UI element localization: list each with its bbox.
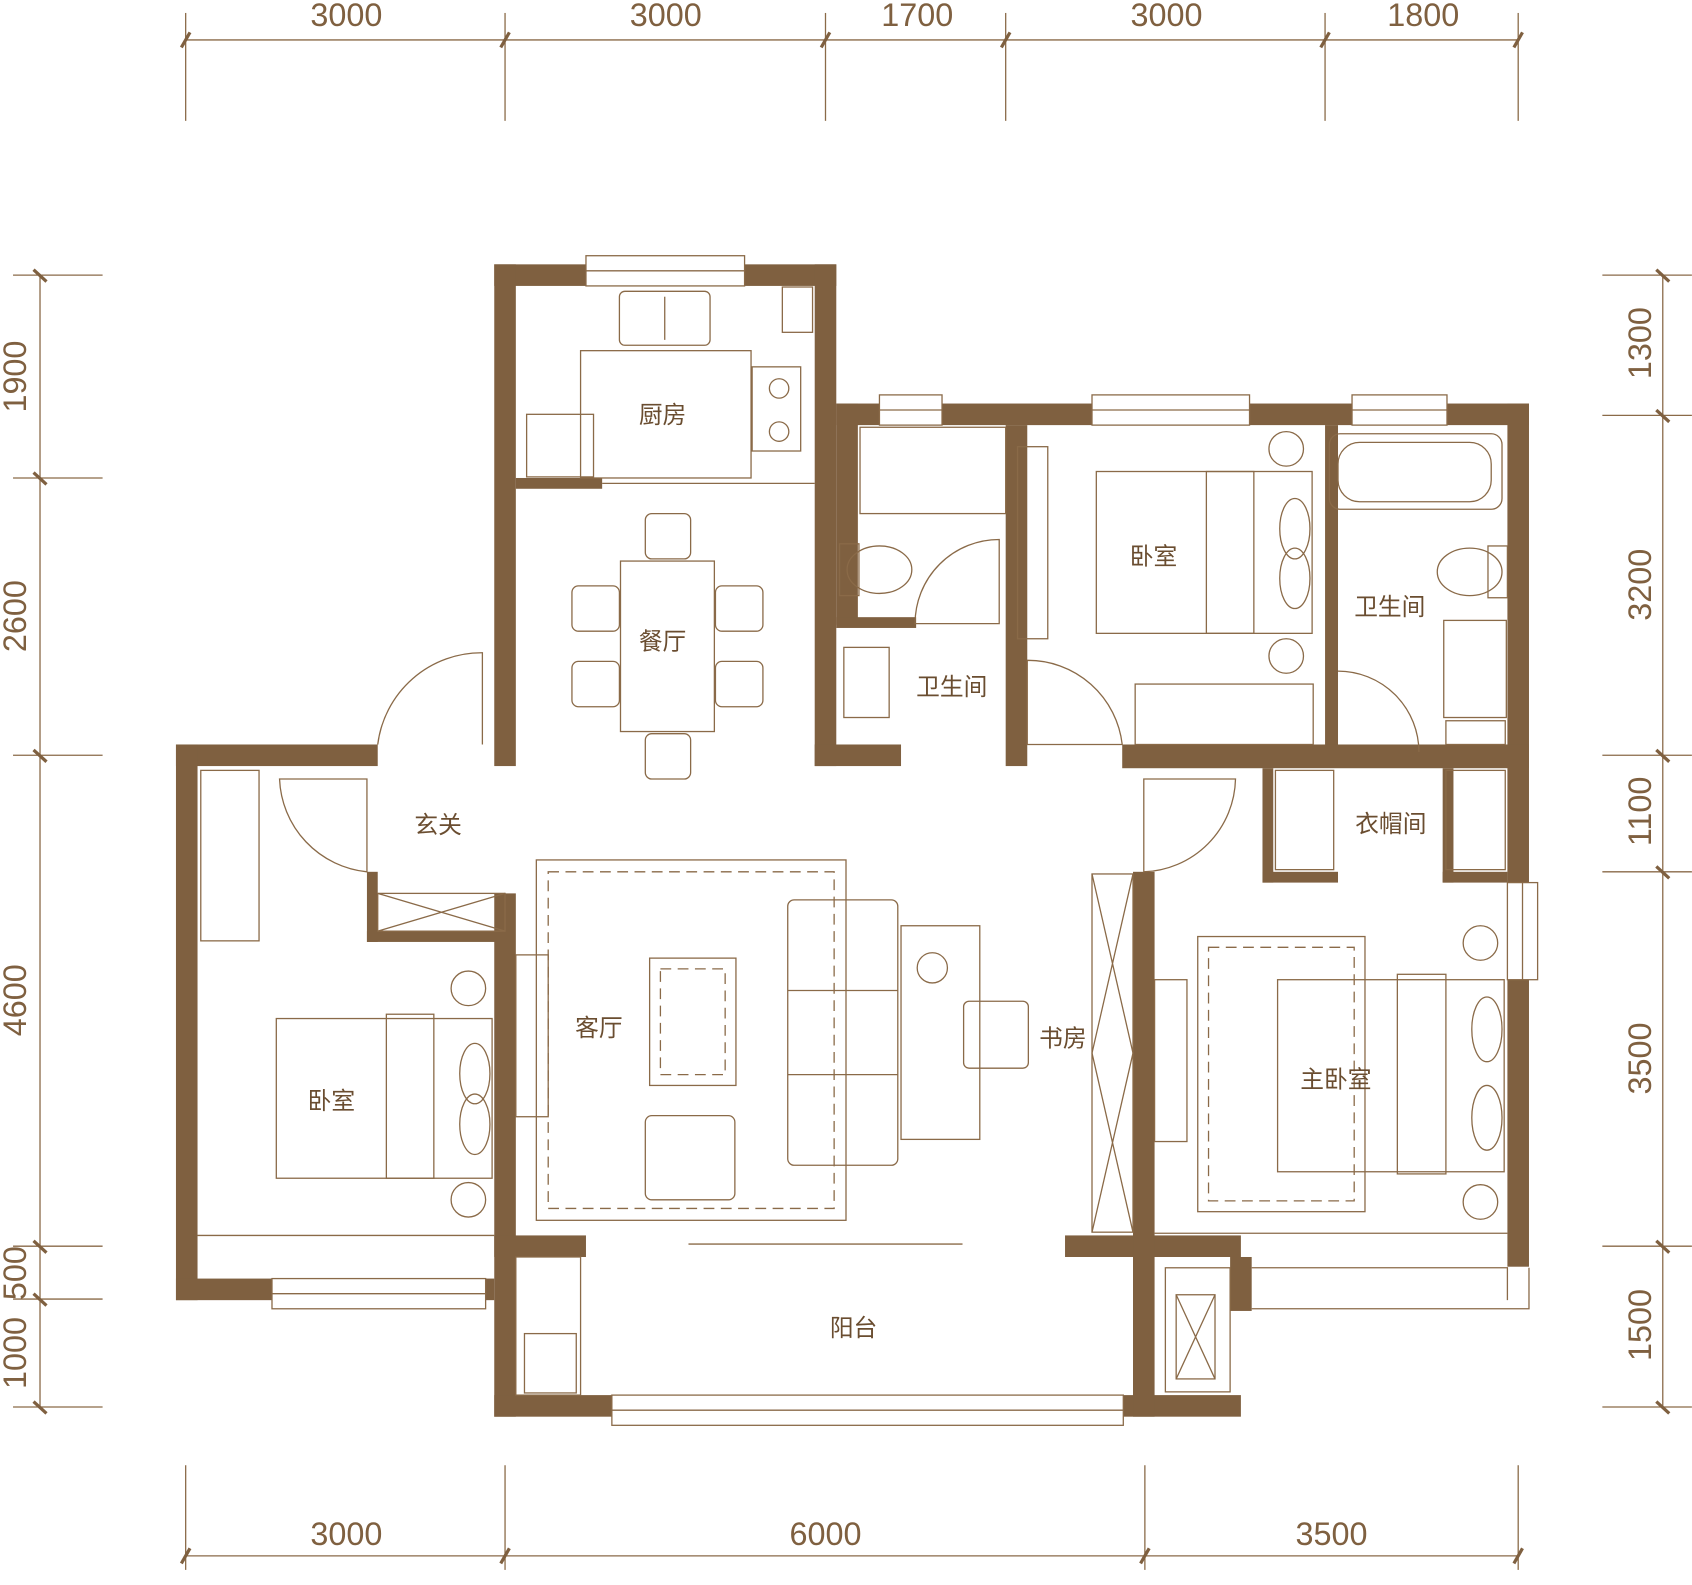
- fridge-icon: [525, 413, 595, 478]
- bed-icon: [275, 1017, 493, 1179]
- windows: [271, 255, 1539, 1426]
- living-furniture: [515, 859, 899, 1221]
- dimension-left: 1900 2600 4600 500 1000: [0, 268, 103, 1415]
- dim-left-5: 1000: [0, 1317, 33, 1389]
- desk: [900, 925, 981, 1141]
- bathroom-fixtures: [838, 426, 1509, 746]
- basin-icon: [1443, 619, 1507, 719]
- dim-bottom-3: 3500: [1296, 1516, 1368, 1552]
- chair-icon: [962, 1000, 1029, 1069]
- dim-top-4: 3000: [1130, 0, 1202, 33]
- label-bathroom-center: 卫生间: [916, 673, 987, 701]
- dim-top-1: 3000: [310, 0, 382, 33]
- label-study: 书房: [1039, 1025, 1086, 1053]
- balcony-fixtures: [515, 1256, 1231, 1396]
- dim-top-5: 1800: [1387, 0, 1459, 33]
- dim-left-4: 500: [0, 1246, 33, 1300]
- label-bathroom-right: 卫生间: [1354, 593, 1425, 621]
- dim-right-1: 1300: [1622, 307, 1658, 379]
- toilet-icon: [846, 545, 913, 595]
- label-foyer: 玄关: [414, 811, 461, 839]
- study-furniture: [900, 873, 1134, 1233]
- doors: [278, 538, 1420, 1245]
- dim-left-3: 4600: [0, 964, 33, 1036]
- bookshelf: [1091, 873, 1134, 1233]
- room-labels: 厨房 餐厅 玄关 客厅 卧室 卫生间 卧室 卫生间 衣帽间 书房 主卧室 阳台: [308, 401, 1427, 1342]
- bedroom-right-furniture: [1016, 430, 1314, 746]
- armchair-icon: [644, 1115, 736, 1201]
- rug: [535, 859, 847, 1221]
- sink-icon: [618, 290, 711, 346]
- dim-right-3: 1100: [1622, 777, 1658, 847]
- dim-bottom-2: 6000: [789, 1516, 861, 1552]
- label-walk-in-closet: 衣帽间: [1355, 810, 1426, 838]
- sofa-icon: [787, 899, 899, 1166]
- toilet-icon: [1436, 547, 1503, 597]
- stove-icon: [751, 366, 802, 452]
- rug: [1197, 935, 1366, 1213]
- wardrobe-icon: [200, 769, 260, 942]
- basin-icon: [843, 646, 890, 719]
- bed-icon: [1276, 979, 1505, 1173]
- label-bedroom-right: 卧室: [1130, 542, 1177, 570]
- label-kitchen: 厨房: [639, 401, 686, 429]
- kitchen-fixtures: [525, 286, 815, 485]
- dining-table: [571, 512, 764, 780]
- label-balcony: 阳台: [830, 1314, 877, 1342]
- wardrobe-icon: [1134, 683, 1314, 746]
- bedroom-left-furniture: [197, 970, 495, 1237]
- label-living: 客厅: [575, 1014, 622, 1042]
- dim-left-2: 2600: [0, 580, 33, 652]
- dim-right-2: 3200: [1622, 549, 1658, 621]
- foyer-cabinet: [377, 892, 506, 932]
- label-dining: 餐厅: [639, 628, 686, 656]
- dim-bottom-1: 3000: [310, 1516, 382, 1552]
- bathtub-icon: [1328, 433, 1503, 510]
- master-bedroom-furniture: [1153, 925, 1508, 1234]
- washer-icon: [523, 1332, 577, 1394]
- dim-top-3: 1700: [881, 0, 953, 33]
- dimension-top: 3000 3000 1700 3000 1800: [179, 0, 1524, 121]
- closet-furniture: [200, 769, 1506, 942]
- bed-icon: [1095, 470, 1313, 634]
- dim-right-5: 1500: [1622, 1289, 1658, 1361]
- dimension-bottom: 3000 6000 3500: [179, 1465, 1524, 1570]
- tv-cabinet: [515, 954, 549, 1118]
- label-bedroom-left: 卧室: [308, 1087, 355, 1115]
- tv-cabinet: [1153, 979, 1188, 1143]
- dim-top-2: 3000: [630, 0, 702, 33]
- label-master-bedroom: 主卧室: [1300, 1066, 1371, 1094]
- coffee-table: [648, 957, 737, 1087]
- dimension-right: 1300 3200 1100 3500 1500: [1602, 268, 1692, 1415]
- dim-right-4: 3500: [1622, 1022, 1658, 1094]
- dim-left-1: 1900: [0, 341, 33, 413]
